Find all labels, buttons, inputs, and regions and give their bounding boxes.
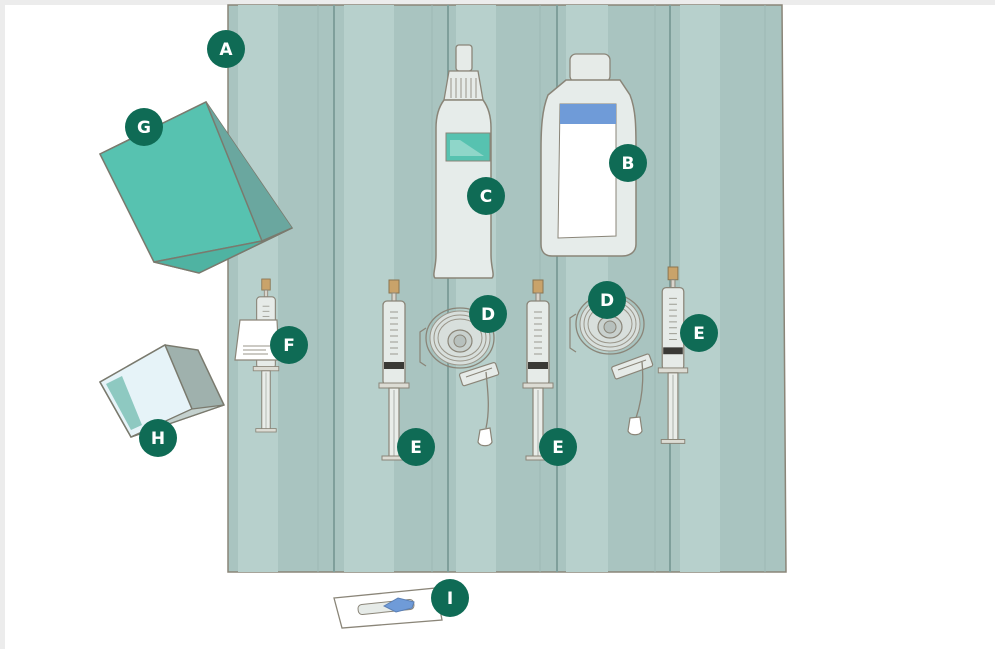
- svg-text:C: C: [480, 187, 492, 207]
- svg-text:F: F: [283, 336, 295, 356]
- svg-text:B: B: [622, 154, 635, 174]
- svg-text:D: D: [481, 305, 495, 325]
- svg-text:E: E: [410, 438, 422, 458]
- svg-text:D: D: [600, 291, 614, 311]
- svg-text:I: I: [447, 589, 453, 609]
- label-b: B: [609, 144, 647, 182]
- label-c: C: [467, 177, 505, 215]
- label-d-2: D: [588, 281, 626, 319]
- svg-text:H: H: [151, 429, 165, 449]
- label-e-1: E: [680, 314, 718, 352]
- svg-text:A: A: [219, 40, 233, 60]
- label-a: A: [207, 30, 245, 68]
- label-d-1: D: [469, 295, 507, 333]
- drape: [228, 5, 786, 572]
- label-e-3: E: [539, 428, 577, 466]
- label-g: G: [125, 108, 163, 146]
- svg-text:E: E: [693, 324, 705, 344]
- svg-text:E: E: [552, 438, 564, 458]
- label-f: F: [270, 326, 308, 364]
- label-e-2: E: [397, 428, 435, 466]
- svg-text:G: G: [137, 118, 151, 138]
- label-h: H: [139, 419, 177, 457]
- label-i: I: [431, 579, 469, 617]
